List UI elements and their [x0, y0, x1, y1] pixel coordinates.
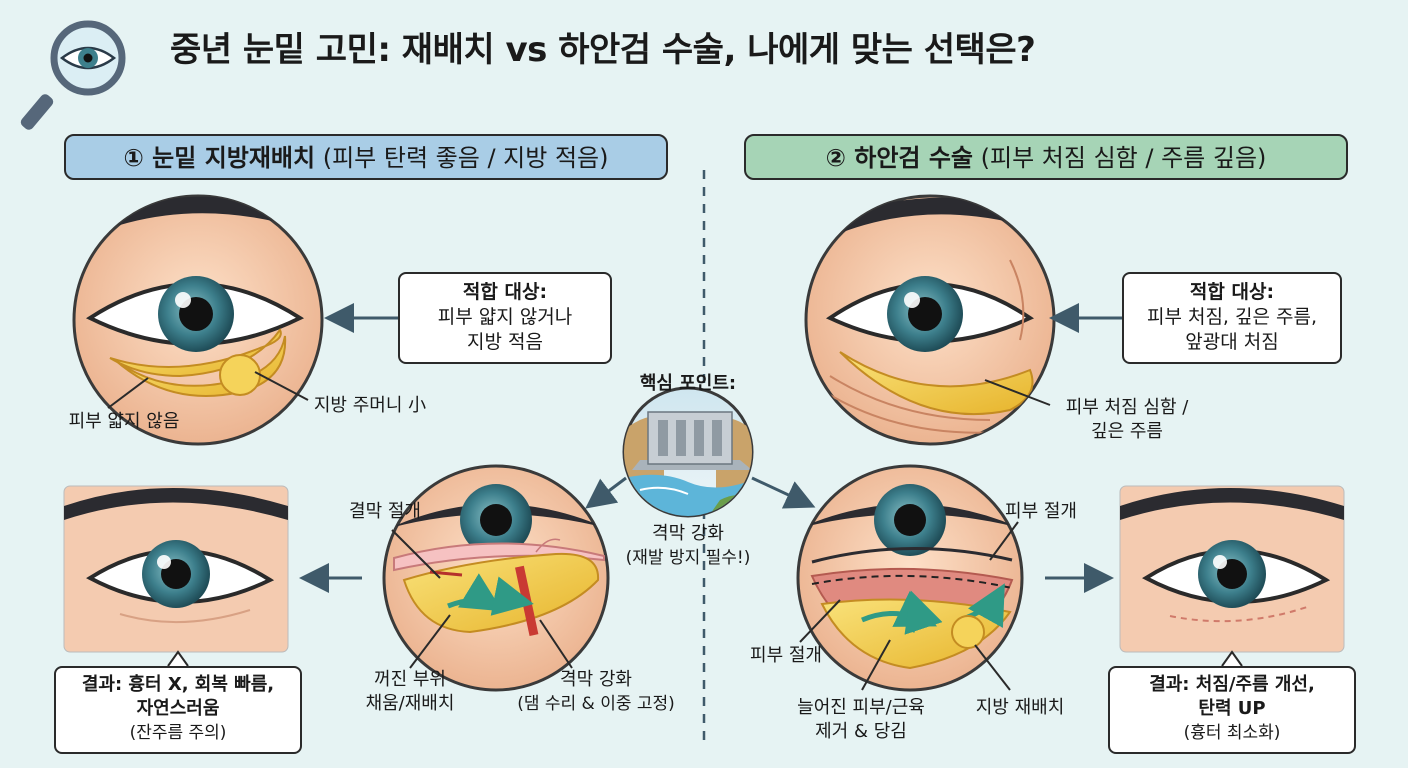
eye-diagram-sagging-skin: [804, 194, 1056, 446]
label-line: 피부 처짐 심함 /: [1065, 397, 1189, 418]
leader-fill: [409, 614, 451, 669]
label-fill-reposition: 꺼진 부위 채움/재배치: [350, 668, 470, 716]
leader-skin-incision-side: [799, 599, 841, 643]
arrow-center-right: [751, 476, 816, 509]
result-right-tail: [1221, 650, 1243, 667]
surgery-diagram-fat-repositioning: [382, 464, 610, 692]
section-header-lower-blepharoplasty: ② 하안검 수술 (피부 처짐 심함 / 주름 깊음): [744, 134, 1348, 180]
label-skin-incision-top: 피부 절개: [1005, 501, 1077, 522]
leader-skin: [107, 377, 149, 409]
label-line: 늘어진 피부/근육: [797, 697, 925, 718]
key-point-line: (재발 방지 필수!): [625, 548, 751, 568]
section-header-main: ② 하안검 수술: [825, 144, 974, 172]
key-point-heading: 핵심 포인트:: [639, 373, 737, 394]
label-line: 격막 강화: [560, 669, 632, 690]
target-callout-left: 적합 대상: 피부 얇지 않거나 지방 적음: [398, 272, 612, 364]
target-line: 앞광대 처짐: [1185, 331, 1279, 353]
leader-sag: [984, 379, 1051, 406]
magnifier-eye-icon: [20, 20, 126, 130]
label-line: 채움/재배치: [365, 693, 455, 714]
label-line: (댐 수리 & 이중 고정): [517, 694, 675, 714]
target-line: 피부 얇지 않거나: [437, 306, 573, 328]
label-severe-sagging: 피부 처짐 심함 / 깊은 주름: [1042, 396, 1212, 444]
result-eye-right: [1119, 485, 1345, 653]
arrow-center-left: [585, 476, 627, 509]
result-eye-left: [63, 485, 289, 653]
result-line: 결과: 흉터 X, 회복 빠름,: [81, 674, 275, 695]
target-line: 피부 처짐, 깊은 주름,: [1146, 306, 1318, 328]
result-line: 탄력 UP: [1198, 698, 1266, 719]
label-fat-pocket-small: 지방 주머니 小: [313, 395, 427, 416]
target-line: 지방 적음: [467, 331, 543, 353]
dam-icon: [622, 386, 754, 518]
section-header-main: ① 눈밑 지방재배치: [123, 144, 316, 172]
result-callout-right: 결과: 처짐/주름 개선, 탄력 UP (흉터 최소화): [1108, 666, 1356, 754]
result-left-tail: [167, 650, 189, 667]
leader-skin-incision-top: [989, 521, 1019, 561]
label-line: 제거 & 당김: [815, 721, 907, 742]
result-line: 자연스러움: [136, 698, 220, 719]
label-line: 꺼진 부위: [374, 669, 446, 690]
eye-diagram-thin-skin: [72, 194, 324, 446]
section-header-sub: (피부 탄력 좋음 / 지방 적음): [315, 144, 609, 172]
key-point-line: 격막 강화: [652, 523, 724, 544]
leader-septum: [539, 619, 573, 669]
page-title: 중년 눈밑 고민: 재배치 vs 하안검 수술, 나에게 맞는 선택은?: [170, 30, 1036, 70]
key-point-text: 격막 강화 (재발 방지 필수!): [618, 522, 758, 570]
target-callout-right: 적합 대상: 피부 처짐, 깊은 주름, 앞광대 처짐: [1122, 272, 1342, 364]
leader-conj-incision: [391, 529, 441, 579]
label-fat-reposition: 지방 재배치: [975, 697, 1065, 718]
surgery-diagram-lower-blepharoplasty: [796, 464, 1024, 692]
target-heading: 적합 대상:: [1189, 281, 1275, 303]
label-septum-reinforcement: 격막 강화 (댐 수리 & 이중 고정): [496, 668, 696, 716]
label-line: 깊은 주름: [1091, 421, 1163, 442]
label-conjunctival-incision: 결막 절개: [349, 501, 421, 522]
section-header-sub: (피부 처짐 심함 / 주름 깊음): [973, 144, 1267, 172]
result-line: (잔주름 주의): [129, 723, 227, 743]
result-line: (흉터 최소화): [1183, 723, 1281, 743]
label-remove-tighten: 늘어진 피부/근육 제거 & 당김: [776, 696, 946, 744]
label-skin-incision-side: 피부 절개: [750, 645, 822, 666]
leader-remove: [861, 639, 891, 691]
target-heading: 적합 대상:: [462, 281, 548, 303]
leader-fat-reposition: [974, 644, 1011, 691]
label-skin-not-thin: 피부 얇지 않음: [68, 411, 180, 432]
leader-fat: [254, 371, 309, 401]
result-line: 결과: 처짐/주름 개선,: [1149, 674, 1315, 695]
section-header-fat-repositioning: ① 눈밑 지방재배치 (피부 탄력 좋음 / 지방 적음): [64, 134, 668, 180]
result-callout-left: 결과: 흉터 X, 회복 빠름, 자연스러움 (잔주름 주의): [54, 666, 302, 754]
